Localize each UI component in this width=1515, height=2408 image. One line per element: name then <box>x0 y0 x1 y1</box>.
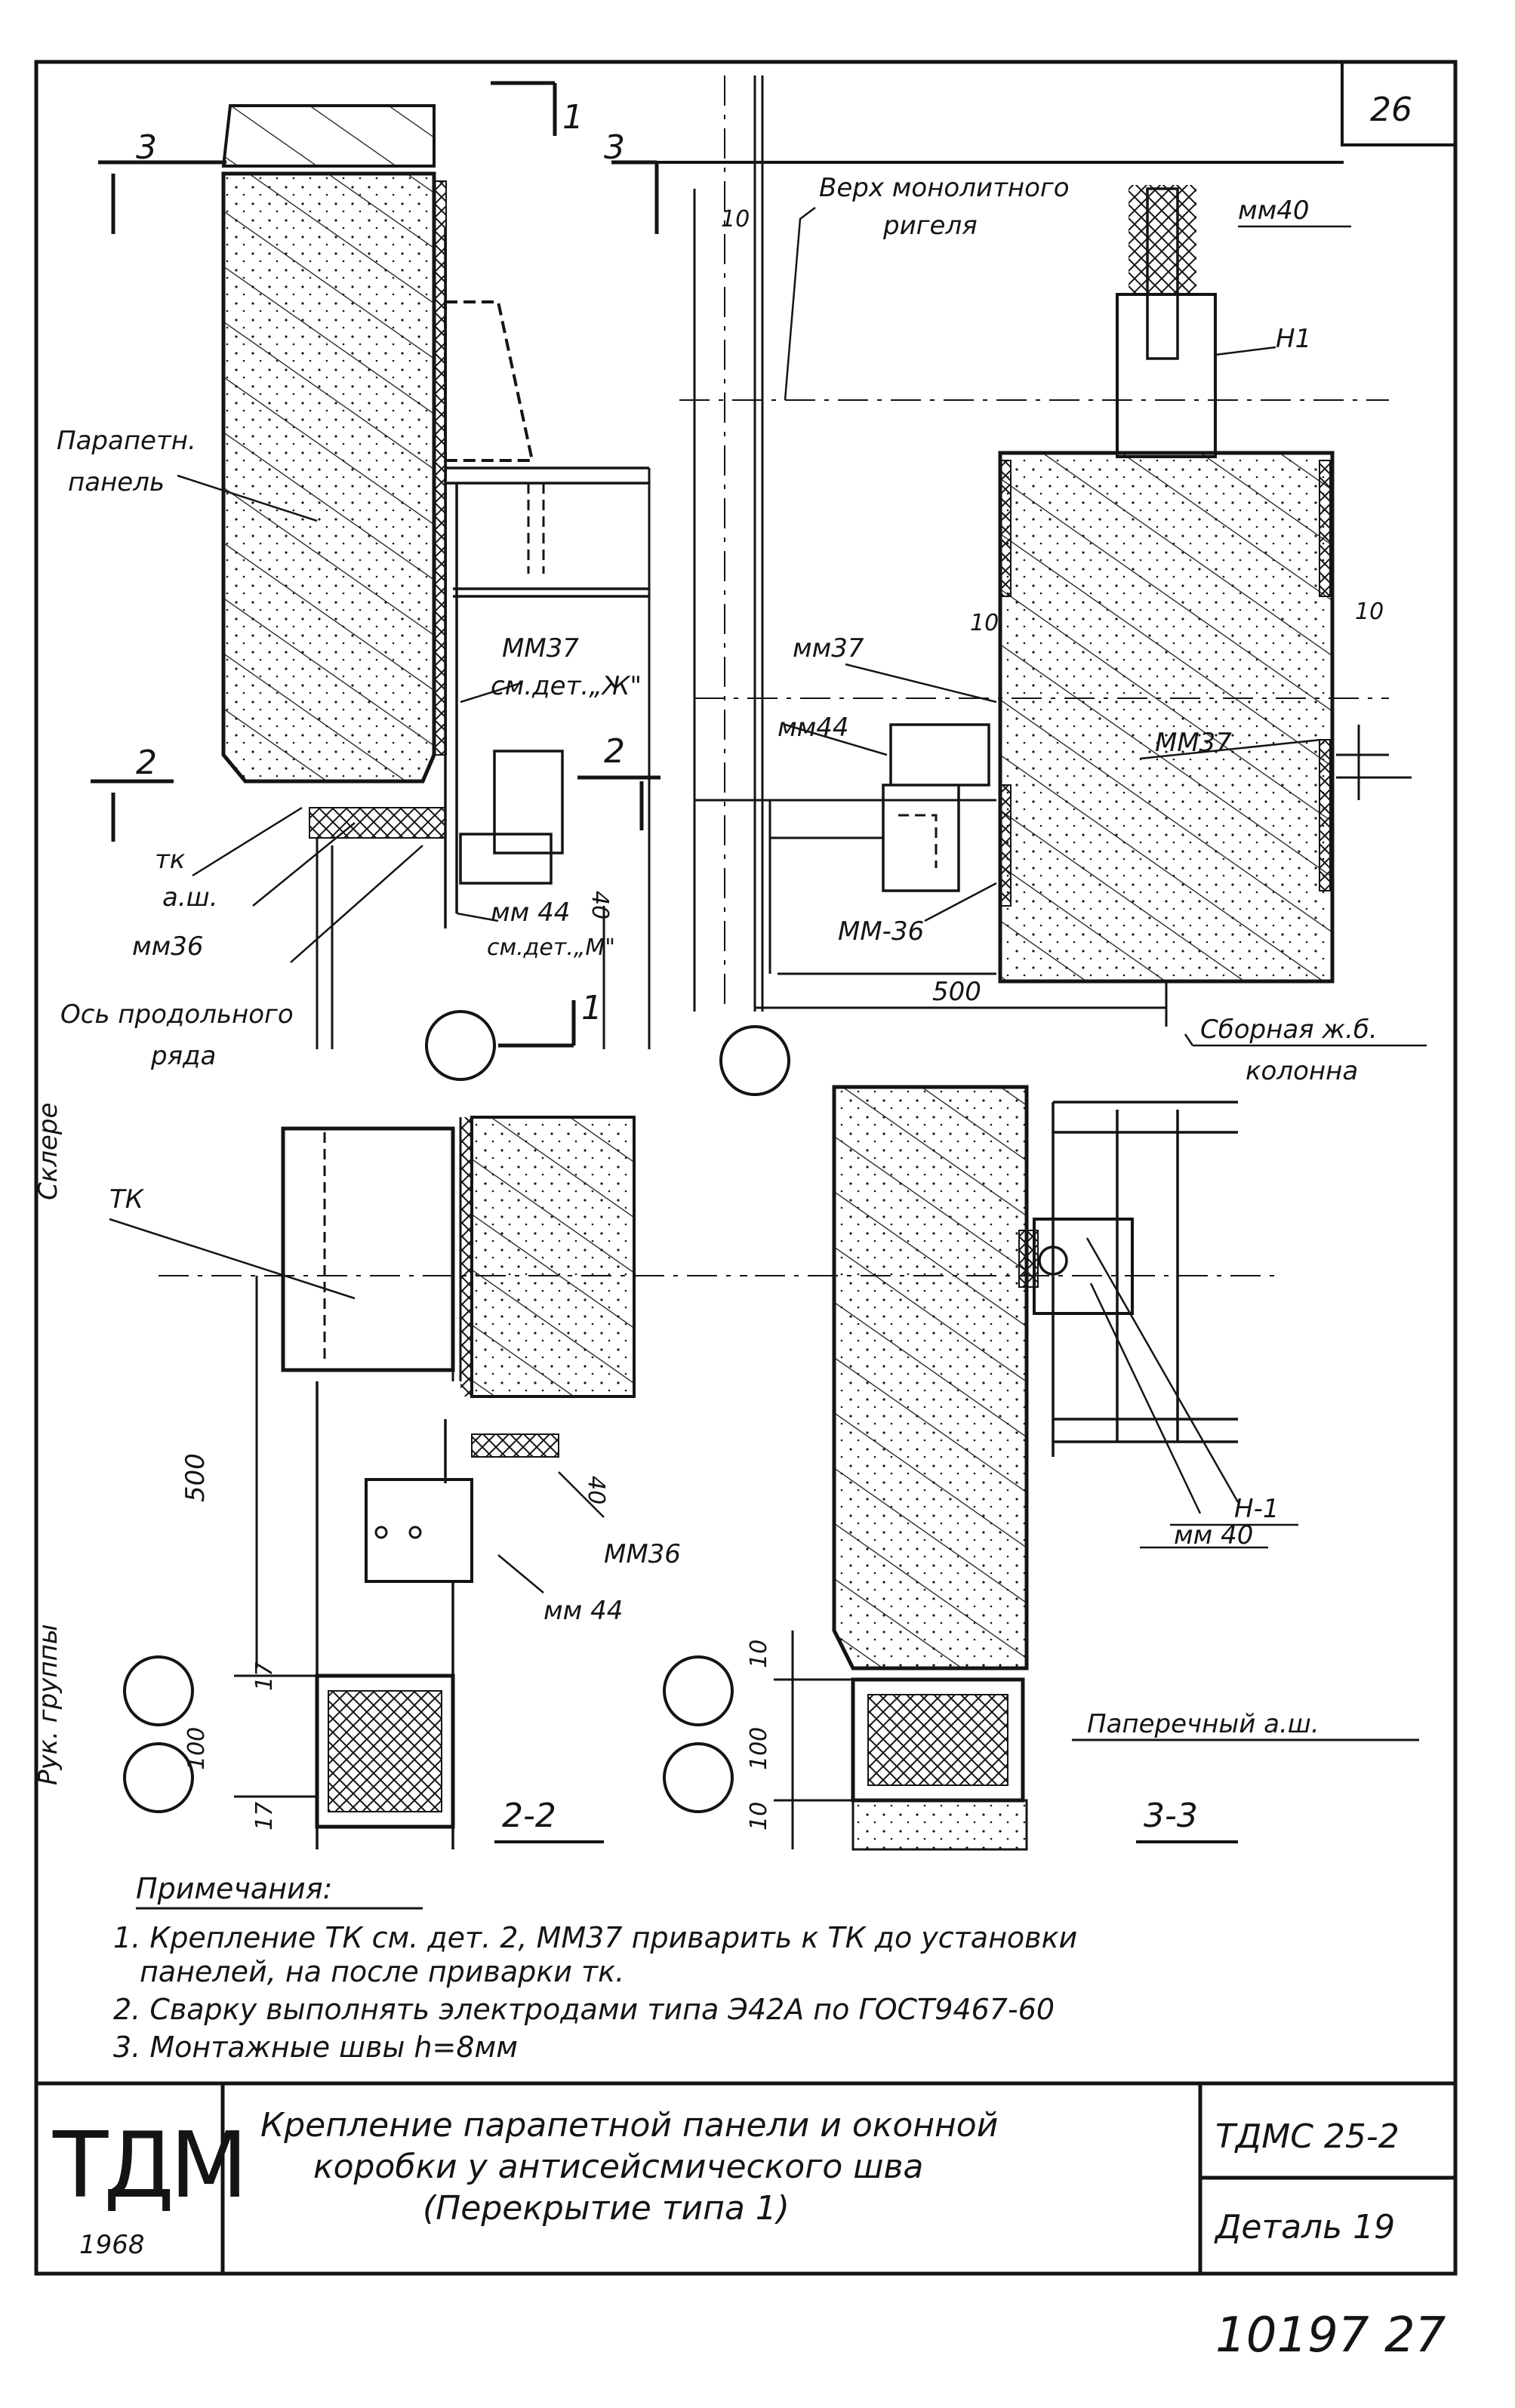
dim-17-a: 17 <box>251 1662 278 1691</box>
notes-heading: Примечания: <box>136 1872 332 1905</box>
label-mm44-see: см.дет.„М" <box>487 935 615 961</box>
page-number: 26 <box>1370 91 1412 129</box>
label-parapet-panel-1: Парапетн. <box>57 426 196 456</box>
label-mm37-right-b: ММ37 <box>1155 728 1232 758</box>
axis-circle-b <box>719 1025 790 1096</box>
dim-10-c: 10 <box>1355 599 1384 625</box>
label-mm37-right-a: мм37 <box>793 633 864 664</box>
dim-40-a: 40 <box>587 891 613 919</box>
label-tk-upper: ТК <box>109 1184 145 1215</box>
label-beam-top-2: ригеля <box>882 211 978 241</box>
dim-500-a: 500 <box>932 977 981 1007</box>
label-mm44-right: мм44 <box>778 713 849 743</box>
label-mm36-dash: ММ-36 <box>838 916 924 947</box>
dim-100-a: 100 <box>183 1727 210 1770</box>
label-mm44: мм 44 <box>491 898 570 928</box>
section-title-2-2: 2-2 <box>502 1797 556 1835</box>
side-sign: Склере <box>33 1103 63 1200</box>
section-2-2: 500 17 100 17 40 ТК ММ36 мм 44 2-2 <box>109 1116 747 1849</box>
section-mark-2-right: 2 <box>604 732 625 771</box>
org-logo: ТДМ <box>52 2114 244 2219</box>
title-year: 1968 <box>79 2230 145 2260</box>
section-mark-2-left: 2 <box>136 744 157 782</box>
dim-100-b: 100 <box>746 1727 772 1770</box>
label-h1-dash: Н-1 <box>1234 1494 1279 1524</box>
label-h1: Н1 <box>1276 324 1311 354</box>
note-1-line2: панелей, на после приварки тк. <box>140 1955 624 1988</box>
label-beam-top-1: Верх монолитного <box>819 173 1070 203</box>
label-mm37-see: см.дет.„Ж" <box>491 671 642 701</box>
dim-10-a: 10 <box>721 206 750 232</box>
section-title-3-3: 3-3 <box>1144 1797 1198 1835</box>
label-mm37: ММ37 <box>502 633 579 664</box>
side-stamp: Рук. группы <box>33 1624 63 1785</box>
label-parapet-panel-2: панель <box>68 467 165 497</box>
label-mm36: мм36 <box>132 931 204 962</box>
dim-10-d: 10 <box>746 1640 772 1668</box>
note-3: 3. Монтажные швы h=8мм <box>113 2031 518 2064</box>
section-mark-3-left: 3 <box>136 128 157 167</box>
tk-box <box>281 1126 455 1372</box>
dim-10-b: 10 <box>970 610 999 636</box>
label-transverse-aw: Паперечный а.ш. <box>1087 1709 1319 1739</box>
label-tk: тк <box>155 845 186 875</box>
title-line-1: Крепление парапетной панели и оконной <box>260 2106 998 2145</box>
label-precast-1: Сборная ж.б. <box>1200 1015 1378 1045</box>
label-axis-1: Ось продольного <box>60 999 294 1030</box>
title-block: ТДМ 1968 Крепление парапетной панели и о… <box>36 2081 1455 2274</box>
section-1-1: 1 3 2 2 1 Парапетн. панель тк а.ш. мм36 … <box>57 81 661 1081</box>
note-2: 2. Сварку выполнять электродами типа Э42… <box>113 1993 1055 2026</box>
label-mm36-lower: ММ36 <box>604 1539 681 1569</box>
section-mark-1-top: 1 <box>562 98 584 137</box>
note-1-line1: 1. Крепление ТК см. дет. 2, ММ37 привари… <box>113 1921 1077 1954</box>
title-line-2: коробки у антисейсмического шва <box>313 2148 923 2186</box>
label-axis-2: ряда <box>150 1041 216 1071</box>
title-detail: Деталь 19 <box>1214 2208 1395 2246</box>
dim-10-e: 10 <box>746 1802 772 1831</box>
label-mm40: мм40 <box>1238 196 1310 226</box>
label-aw: а.ш. <box>162 882 218 913</box>
title-code: ТДМС 25-2 <box>1215 2117 1400 2156</box>
label-mm40-lower: мм 40 <box>1174 1520 1253 1550</box>
notes-block: Примечания: 1. Крепление ТК см. дет. 2, … <box>113 1872 1077 2064</box>
label-mm44-lower: мм 44 <box>543 1596 623 1626</box>
section-mark-1-bottom: 1 <box>581 989 602 1027</box>
axis-circle-a <box>425 1010 496 1081</box>
section-mark-3-right: 3 <box>604 128 625 167</box>
dim-17-b: 17 <box>251 1802 278 1831</box>
serial-number: 10197 27 <box>1215 2308 1446 2363</box>
section-3-3: 10 100 10 Н-1 мм 40 Паперечный а.ш. 3-3 <box>663 1085 1419 1851</box>
dim-500-b: 500 <box>180 1453 211 1502</box>
section-column-top: 3 10 Верх монолитного ригеля мм40 Н1 мм3… <box>604 75 1427 1096</box>
title-line-3: (Перекрытие типа 1) <box>423 2189 790 2228</box>
label-precast-2: колонна <box>1246 1056 1358 1086</box>
sheet-frame <box>34 60 1458 2276</box>
